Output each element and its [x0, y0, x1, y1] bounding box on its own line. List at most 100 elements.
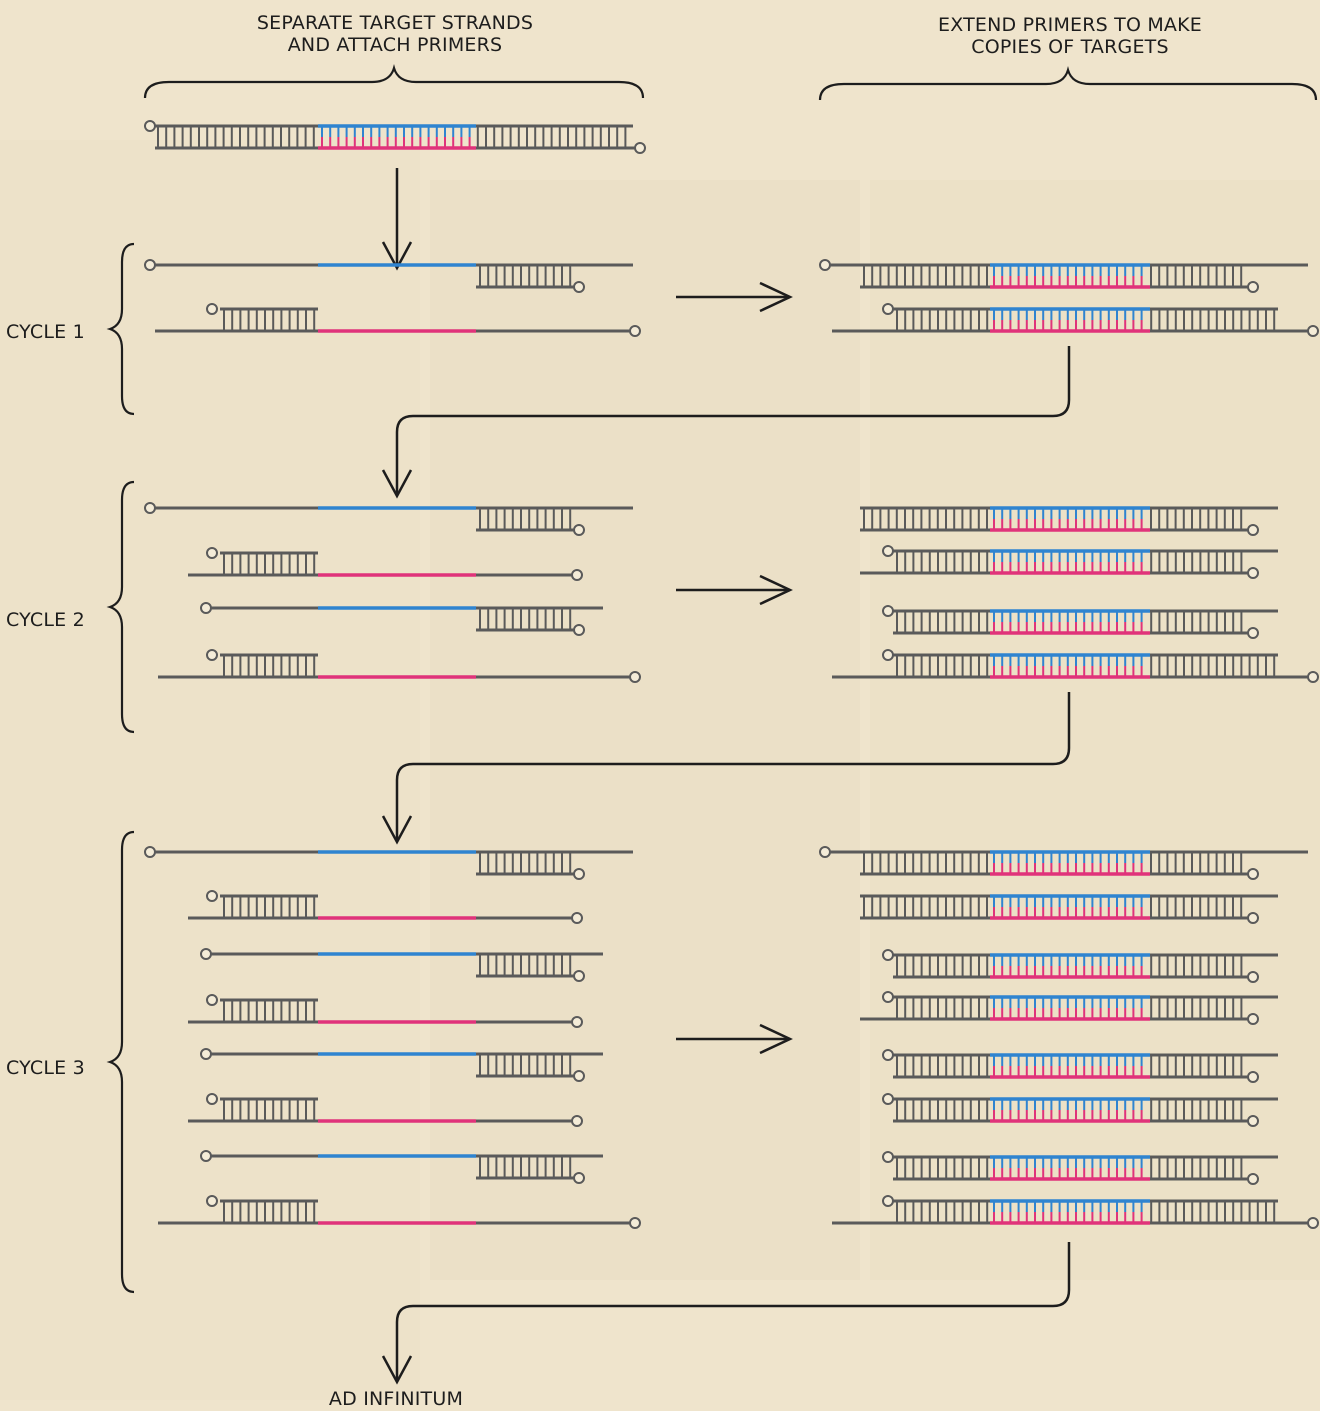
heading-left-line2: AND ATTACH PRIMERS [287, 34, 503, 56]
base-pair-rungs [220, 1199, 318, 1225]
primer [206, 1093, 318, 1123]
strand-end-cap [573, 1070, 585, 1082]
primer [476, 952, 585, 982]
strand-end-cap [206, 890, 218, 902]
strand-end-cap [200, 1048, 212, 1060]
cycle-2-brace [106, 480, 135, 734]
strand-end-cap [144, 502, 156, 514]
strand-end-cap [144, 259, 156, 271]
heading-right: EXTEND PRIMERS TO MAKE COPIES OF TARGETS [880, 14, 1260, 58]
duplex-copy [882, 949, 1278, 983]
base-pair-rungs [220, 1097, 318, 1123]
base-pair-rungs [476, 1052, 574, 1078]
right-arrow [676, 1023, 793, 1055]
left-heading-brace [143, 64, 645, 99]
strand-end-cap [1247, 1071, 1259, 1083]
right-arrow [676, 574, 793, 606]
duplex-copy [860, 545, 1278, 579]
base-pair-rungs [476, 506, 574, 532]
strand-end-cap [819, 259, 831, 271]
return-arrow [381, 692, 1071, 845]
base-pair-rungs [220, 653, 318, 679]
strand-end-cap [634, 142, 646, 154]
strand-end-cap [206, 1093, 218, 1105]
primer [206, 303, 318, 333]
base-pair-rungs [220, 551, 318, 577]
strand-end-cap [882, 949, 894, 961]
strand-end-cap [1247, 627, 1259, 639]
strand-end-cap [882, 991, 894, 1003]
strand-end-cap [1247, 524, 1259, 536]
primer [476, 1154, 585, 1184]
strand-end-cap [1247, 1013, 1259, 1025]
heading-right-line2: COPIES OF TARGETS [971, 36, 1169, 58]
cycle-3-brace [106, 830, 135, 1294]
duplex-copy [819, 259, 1308, 293]
cycle-1-separated [144, 259, 641, 337]
primer [476, 263, 585, 293]
duplex-copy [860, 894, 1278, 924]
strand-end-cap [571, 1115, 583, 1127]
base-pair-rungs [220, 998, 318, 1024]
strand-end-cap [573, 524, 585, 536]
primer [206, 994, 318, 1024]
strand-end-cap [1307, 325, 1319, 337]
base-pair-rungs [476, 850, 574, 876]
strand-end-cap [573, 624, 585, 636]
strand-end-cap [144, 846, 156, 858]
duplex-copy [832, 649, 1319, 683]
strand-end-cap [573, 1172, 585, 1184]
strand-end-cap [1247, 567, 1259, 579]
primer [476, 850, 585, 880]
strand-end-cap [1247, 912, 1259, 924]
strand-end-cap [882, 303, 894, 315]
duplex-copy [860, 991, 1278, 1025]
strand-end-cap [819, 846, 831, 858]
primer [476, 1052, 585, 1082]
cycle-3-separated [144, 846, 641, 1229]
primer [206, 890, 318, 920]
original-target-duplex [144, 120, 646, 154]
strand-end-cap [200, 602, 212, 614]
strand-end-cap [206, 547, 218, 559]
cycle-1-label: CYCLE 1 [6, 321, 85, 343]
duplex-copy [860, 506, 1278, 536]
strand-end-cap [882, 649, 894, 661]
strand-end-cap [629, 1217, 641, 1229]
strand-end-cap [573, 970, 585, 982]
duplex-copy [882, 1049, 1278, 1083]
base-pair-rungs [220, 307, 318, 333]
cycle-1-brace [106, 242, 135, 416]
return-arrow [381, 1242, 1071, 1385]
primer [476, 606, 585, 636]
strand-end-cap [1247, 971, 1259, 983]
base-pair-rungs [220, 894, 318, 920]
strand-end-cap [200, 1150, 212, 1162]
heading-right-line1: EXTEND PRIMERS TO MAKE [938, 14, 1202, 36]
primer [206, 1195, 318, 1225]
strand-end-cap [206, 303, 218, 315]
strand-end-cap [629, 671, 641, 683]
strand-end-cap [206, 994, 218, 1006]
base-pair-rungs [476, 1154, 574, 1180]
strand-end-cap [144, 120, 156, 132]
heading-left-line1: SEPARATE TARGET STRANDS [256, 12, 534, 34]
duplex-copy [882, 605, 1278, 639]
right-heading-brace [818, 66, 1318, 101]
strand-end-cap [882, 1049, 894, 1061]
strand-end-cap [629, 325, 641, 337]
strand-end-cap [882, 605, 894, 617]
primer [206, 649, 318, 679]
heading-left: SEPARATE TARGET STRANDS AND ATTACH PRIME… [205, 12, 585, 56]
strand-end-cap [206, 649, 218, 661]
strand-end-cap [882, 1151, 894, 1163]
strand-end-cap [573, 281, 585, 293]
strand-end-cap [882, 545, 894, 557]
primer [476, 506, 585, 536]
strand-end-cap [200, 948, 212, 960]
strand-end-cap [571, 912, 583, 924]
strand-end-cap [1307, 671, 1319, 683]
